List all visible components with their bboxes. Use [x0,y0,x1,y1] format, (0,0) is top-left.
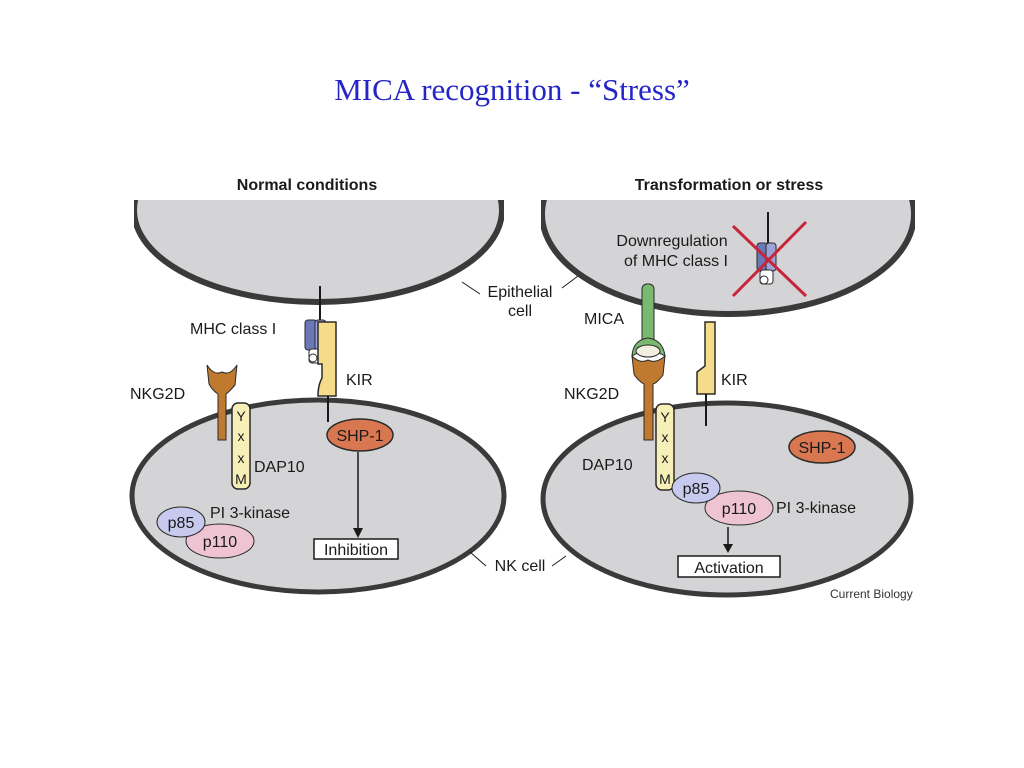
right-panel: Transformation or stress Downregulation … [540,177,915,598]
epithelial-cell-right [541,200,915,317]
pi3k-label-left: PI 3-kinase [210,505,290,522]
dap10-label-left: DAP10 [254,459,305,476]
mica-label: MICA [584,311,624,328]
epithelial-cell-left [134,200,504,305]
motif-m-left: M [235,471,247,487]
dap10-right: Y x x M [655,403,675,491]
p85-label-left: p85 [168,515,195,532]
dap10-label-right: DAP10 [582,457,633,474]
motif-y-right: Y [660,409,670,425]
cross-mark [731,220,808,298]
shp1-right: SHP-1 [788,430,856,464]
shp1-left: SHP-1 [326,418,394,452]
left-panel-title: Normal conditions [237,177,378,194]
motif-x1-right: x [662,429,669,445]
motif-x2-left: x [238,450,245,466]
nkg2d-label-left: NKG2D [130,386,185,403]
kir-left [317,321,337,422]
p85-label-right: p85 [683,481,710,498]
motif-y-left: Y [236,408,246,424]
epithelial-label-line2: cell [508,303,532,320]
slide-title: MICA recognition - “Stress” [334,72,690,107]
nkg2d-label-right: NKG2D [564,386,619,403]
kir-label-right: KIR [721,372,748,389]
downreg-label-line2: of MHC class I [624,253,728,270]
epithelial-leader-right [561,275,579,289]
kir-label-left: KIR [346,372,373,389]
nk-cell-left [129,397,507,595]
arrow-head-inhibition [353,528,363,538]
activation-box [677,555,781,578]
nk-leader-right [551,555,567,567]
dap10-left: Y x x M [231,402,251,490]
right-panel-title: Transformation or stress [635,177,824,194]
epithelial-label-line1: Epithelial [488,284,553,301]
p110-label-left: p110 [203,534,238,551]
pi3k-label-right: PI 3-kinase [776,500,856,517]
motif-x1-left: x [238,428,245,444]
kir-right [696,321,716,426]
motif-m-right: M [659,471,671,487]
motif-x2-right: x [662,450,669,466]
p110-label-right: p110 [722,501,757,518]
nk-cell-label: NK cell [495,558,546,575]
nkg2d-right [631,344,666,441]
p85-left: p85 [156,506,206,538]
inhibition-box [313,538,399,560]
mhc-label-left: MHC class I [190,321,276,338]
shp1-label-right: SHP-1 [798,440,845,457]
epithelial-leader-left [461,281,481,295]
nkg2d-left [206,364,238,441]
nk-leader-left [469,551,487,567]
p110-left: p110 [185,523,255,559]
downreg-label-line1: Downregulation [616,233,727,250]
activation-label: Activation [694,560,763,577]
left-panel: Normal conditions MHC class I KIR [129,177,507,595]
arrow-head-activation [723,544,733,553]
shp1-label-left: SHP-1 [336,428,383,445]
p85-right: p85 [671,472,721,504]
inhibition-label: Inhibition [324,542,388,559]
credit-text: Current Biology [830,587,913,601]
p110-right: p110 [704,490,774,526]
